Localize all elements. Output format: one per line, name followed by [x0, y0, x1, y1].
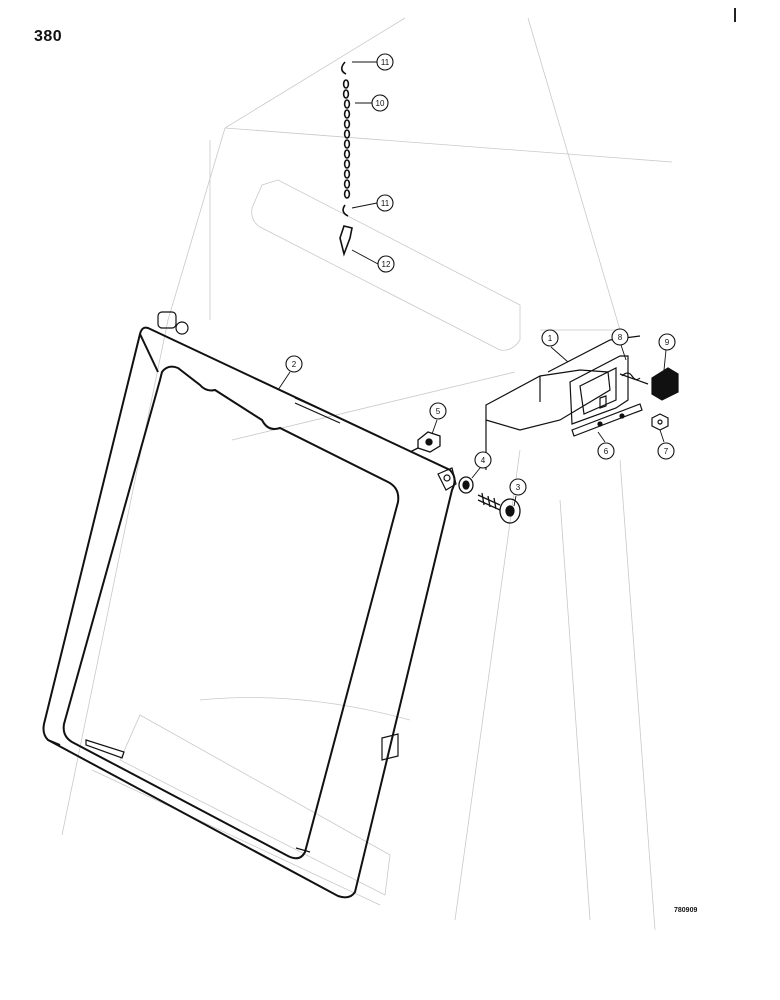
callout-11-top: 11 [376, 53, 394, 71]
figure-code: 780909 [674, 907, 698, 914]
svg-text:6: 6 [604, 447, 609, 456]
callout-11-bottom: 11 [376, 194, 394, 212]
svg-text:1: 1 [548, 334, 553, 343]
corner-mark [734, 8, 736, 22]
hardware-left [409, 431, 521, 524]
leader-lines [277, 61, 667, 507]
callouts: 11 10 11 12 1 2 3 4 [285, 53, 676, 496]
callout-10: 10 [371, 94, 389, 112]
callout-7: 7 [657, 442, 675, 460]
page-number: 380 [34, 28, 63, 45]
chain [339, 61, 353, 257]
window-frame [42, 326, 456, 899]
callout-5: 5 [429, 402, 447, 420]
svg-text:5: 5 [436, 407, 441, 416]
svg-text:2: 2 [292, 360, 297, 369]
svg-text:8: 8 [618, 333, 623, 342]
callout-4: 4 [474, 451, 492, 469]
frame-details [85, 311, 457, 853]
svg-text:4: 4 [481, 456, 486, 465]
cab-outline [61, 17, 673, 931]
callout-2: 2 [285, 355, 303, 373]
svg-text:3: 3 [516, 483, 521, 492]
callout-8: 8 [611, 328, 629, 346]
svg-text:9: 9 [665, 338, 670, 347]
callout-6: 6 [597, 442, 615, 460]
callout-9: 9 [658, 333, 676, 351]
svg-text:11: 11 [381, 199, 390, 208]
callout-3: 3 [509, 478, 527, 496]
latch-assembly [485, 335, 679, 470]
callout-1: 1 [541, 329, 559, 347]
svg-text:11: 11 [381, 58, 390, 67]
svg-text:7: 7 [664, 447, 669, 456]
svg-text:10: 10 [376, 99, 385, 108]
svg-text:12: 12 [382, 260, 391, 269]
callout-12: 12 [377, 255, 395, 273]
